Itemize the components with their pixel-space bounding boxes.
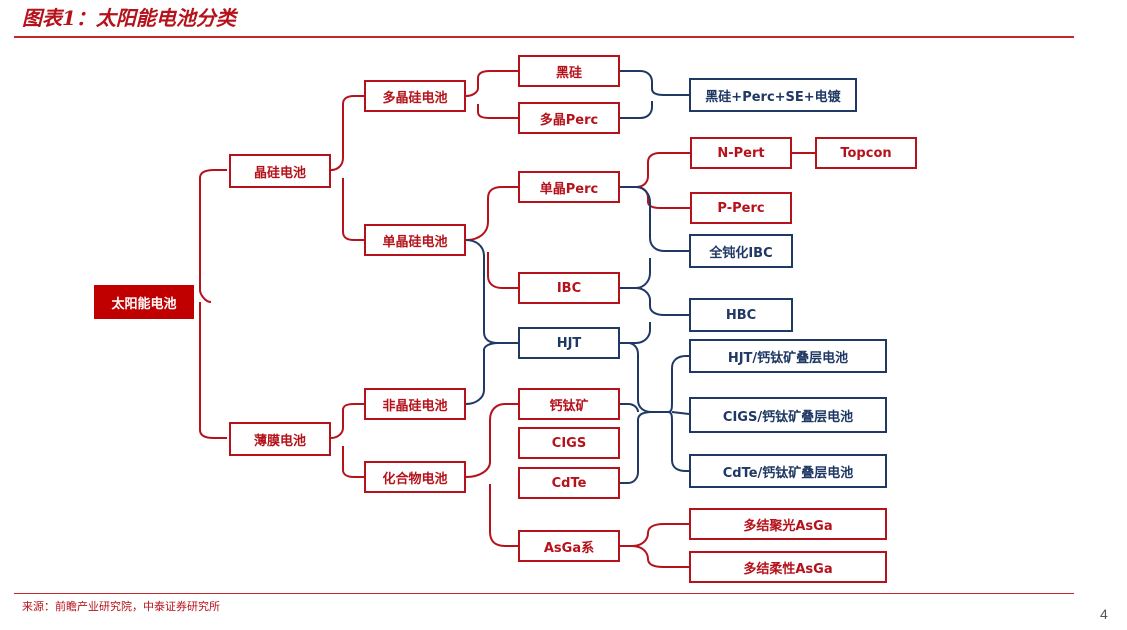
node-thin-film: 薄膜电池 <box>229 422 331 456</box>
perovskite-stack-bracket <box>620 342 690 484</box>
hbc-bracket <box>620 287 689 344</box>
node-solar-cell: 太阳能电池 <box>94 285 194 319</box>
bottom-rule <box>14 593 1074 594</box>
node-mono-si: 单晶硅电池 <box>364 224 466 256</box>
node-n-pert: N-Pert <box>690 137 792 169</box>
root-bracket <box>199 169 227 439</box>
node-ibc: IBC <box>518 272 620 304</box>
node-hjt-perovskite: HJT/钙钛矿叠层电池 <box>689 339 887 373</box>
mono-perc-bracket <box>620 152 690 209</box>
node-black-si-combo: 黑硅+Perc+SE+电镀 <box>689 78 857 112</box>
asga-bracket <box>620 523 689 568</box>
crystalline-bracket <box>330 95 364 241</box>
node-asga: AsGa系 <box>518 530 620 562</box>
node-hjt: HJT <box>518 327 620 359</box>
amorphous-hjt-line <box>465 342 499 405</box>
thin-film-bracket <box>330 403 364 478</box>
full-passivation-bracket <box>620 186 689 289</box>
node-black-si: 黑硅 <box>518 55 620 87</box>
node-cigs: CIGS <box>518 427 620 459</box>
node-multi-junction-flexible: 多结柔性AsGa <box>689 551 887 583</box>
node-cdte-perovskite: CdTe/钙钛矿叠层电池 <box>689 454 887 488</box>
node-multi-si: 多晶硅电池 <box>364 80 466 112</box>
compound-bracket <box>465 403 518 547</box>
mono-si-hjt-line <box>465 239 518 344</box>
node-amorphous-si: 非晶硅电池 <box>364 388 466 420</box>
source-note: 来源：前瞻产业研究院，中泰证券研究所 <box>22 600 220 613</box>
node-topcon: Topcon <box>815 137 917 169</box>
node-mono-perc: 单晶Perc <box>518 171 620 203</box>
top-rule <box>14 36 1074 38</box>
node-p-perc: P-Perc <box>690 192 792 224</box>
node-cigs-perovskite: CIGS/钙钛矿叠层电池 <box>689 397 887 433</box>
multi-si-bracket <box>465 70 518 119</box>
mono-si-red-bracket <box>465 186 518 289</box>
black-combo-bracket <box>620 70 689 119</box>
node-cdte: CdTe <box>518 467 620 499</box>
node-multi-perc: 多晶Perc <box>518 102 620 134</box>
node-crystalline-silicon: 晶硅电池 <box>229 154 331 188</box>
node-compound: 化合物电池 <box>364 461 466 493</box>
node-perovskite: 钙钛矿 <box>518 388 620 420</box>
figure-title: 图表1：太阳能电池分类 <box>22 6 236 30</box>
node-multi-junction-concentrator: 多结聚光AsGa <box>689 508 887 540</box>
page-number: 4 <box>1100 606 1108 622</box>
node-full-passivation-ibc: 全钝化IBC <box>689 234 793 268</box>
node-hbc: HBC <box>689 298 793 332</box>
